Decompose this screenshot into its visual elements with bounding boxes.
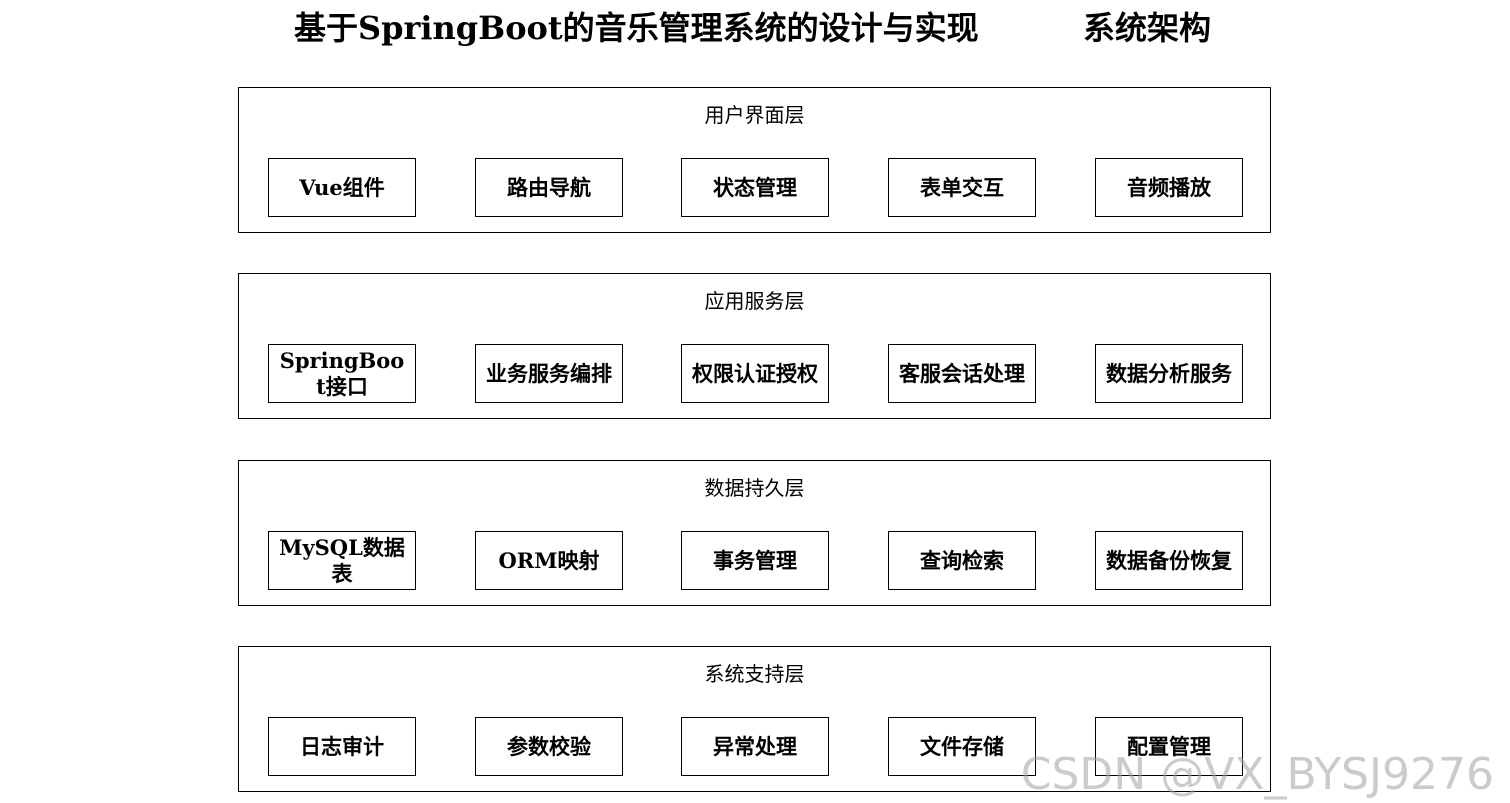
module-label: 音频播放 (1127, 174, 1211, 200)
module-box: 状态管理 (681, 158, 829, 217)
module-label: 业务服务编排 (486, 360, 612, 386)
module-box: 数据备份恢复 (1095, 531, 1243, 590)
module-label: 文件存储 (920, 733, 1004, 759)
module-box: 音频播放 (1095, 158, 1243, 217)
module-label: 表单交互 (920, 174, 1004, 200)
module-label: ORM映射 (498, 547, 600, 573)
module-label: 事务管理 (713, 547, 797, 573)
module-label: 数据分析服务 (1106, 360, 1232, 386)
layer-title: 应用服务层 (704, 289, 805, 313)
module-label: 配置管理 (1127, 733, 1211, 759)
module-box: 权限认证授权 (681, 344, 829, 403)
module-box: MySQL数据表 (268, 531, 416, 590)
module-box: SpringBoot接口 (268, 344, 416, 403)
module-box: 参数校验 (475, 717, 623, 776)
module-label: 路由导航 (507, 174, 591, 200)
module-label: SpringBoot接口 (279, 347, 405, 399)
layer-user-interface: 用户界面层 Vue组件 路由导航 状态管理 表单交互 音频播放 (238, 87, 1271, 233)
module-box: ORM映射 (475, 531, 623, 590)
module-label: 参数校验 (507, 733, 591, 759)
module-box: 业务服务编排 (475, 344, 623, 403)
module-box: 事务管理 (681, 531, 829, 590)
module-box: 客服会话处理 (888, 344, 1036, 403)
module-box: 路由导航 (475, 158, 623, 217)
layer-title: 系统支持层 (704, 662, 805, 686)
module-label: 客服会话处理 (899, 360, 1025, 386)
module-label: MySQL数据表 (279, 534, 405, 586)
module-label: Vue组件 (299, 174, 385, 200)
module-box: 数据分析服务 (1095, 344, 1243, 403)
module-box: 文件存储 (888, 717, 1036, 776)
module-label: 权限认证授权 (692, 360, 818, 386)
module-box: Vue组件 (268, 158, 416, 217)
layer-application-service: 应用服务层 SpringBoot接口 业务服务编排 权限认证授权 客服会话处理 … (238, 273, 1271, 419)
module-box: 配置管理 (1095, 717, 1243, 776)
module-box: 异常处理 (681, 717, 829, 776)
diagram-subtitle: 系统架构 (1083, 9, 1212, 47)
layer-data-persistence: 数据持久层 MySQL数据表 ORM映射 事务管理 查询检索 数据备份恢复 (238, 460, 1271, 606)
module-label: 状态管理 (713, 174, 797, 200)
module-box: 日志审计 (268, 717, 416, 776)
module-label: 日志审计 (300, 733, 384, 759)
module-label: 数据备份恢复 (1106, 547, 1232, 573)
layer-title: 用户界面层 (704, 103, 805, 127)
diagram-title: 基于SpringBoot的音乐管理系统的设计与实现 (294, 9, 979, 47)
layer-title: 数据持久层 (704, 476, 805, 500)
module-label: 异常处理 (713, 733, 797, 759)
layer-system-support: 系统支持层 日志审计 参数校验 异常处理 文件存储 配置管理 (238, 646, 1271, 792)
module-label: 查询检索 (920, 547, 1004, 573)
module-box: 查询检索 (888, 531, 1036, 590)
module-box: 表单交互 (888, 158, 1036, 217)
watermark-text: CSDN @VX_BYSJ9276 (1020, 749, 1494, 800)
